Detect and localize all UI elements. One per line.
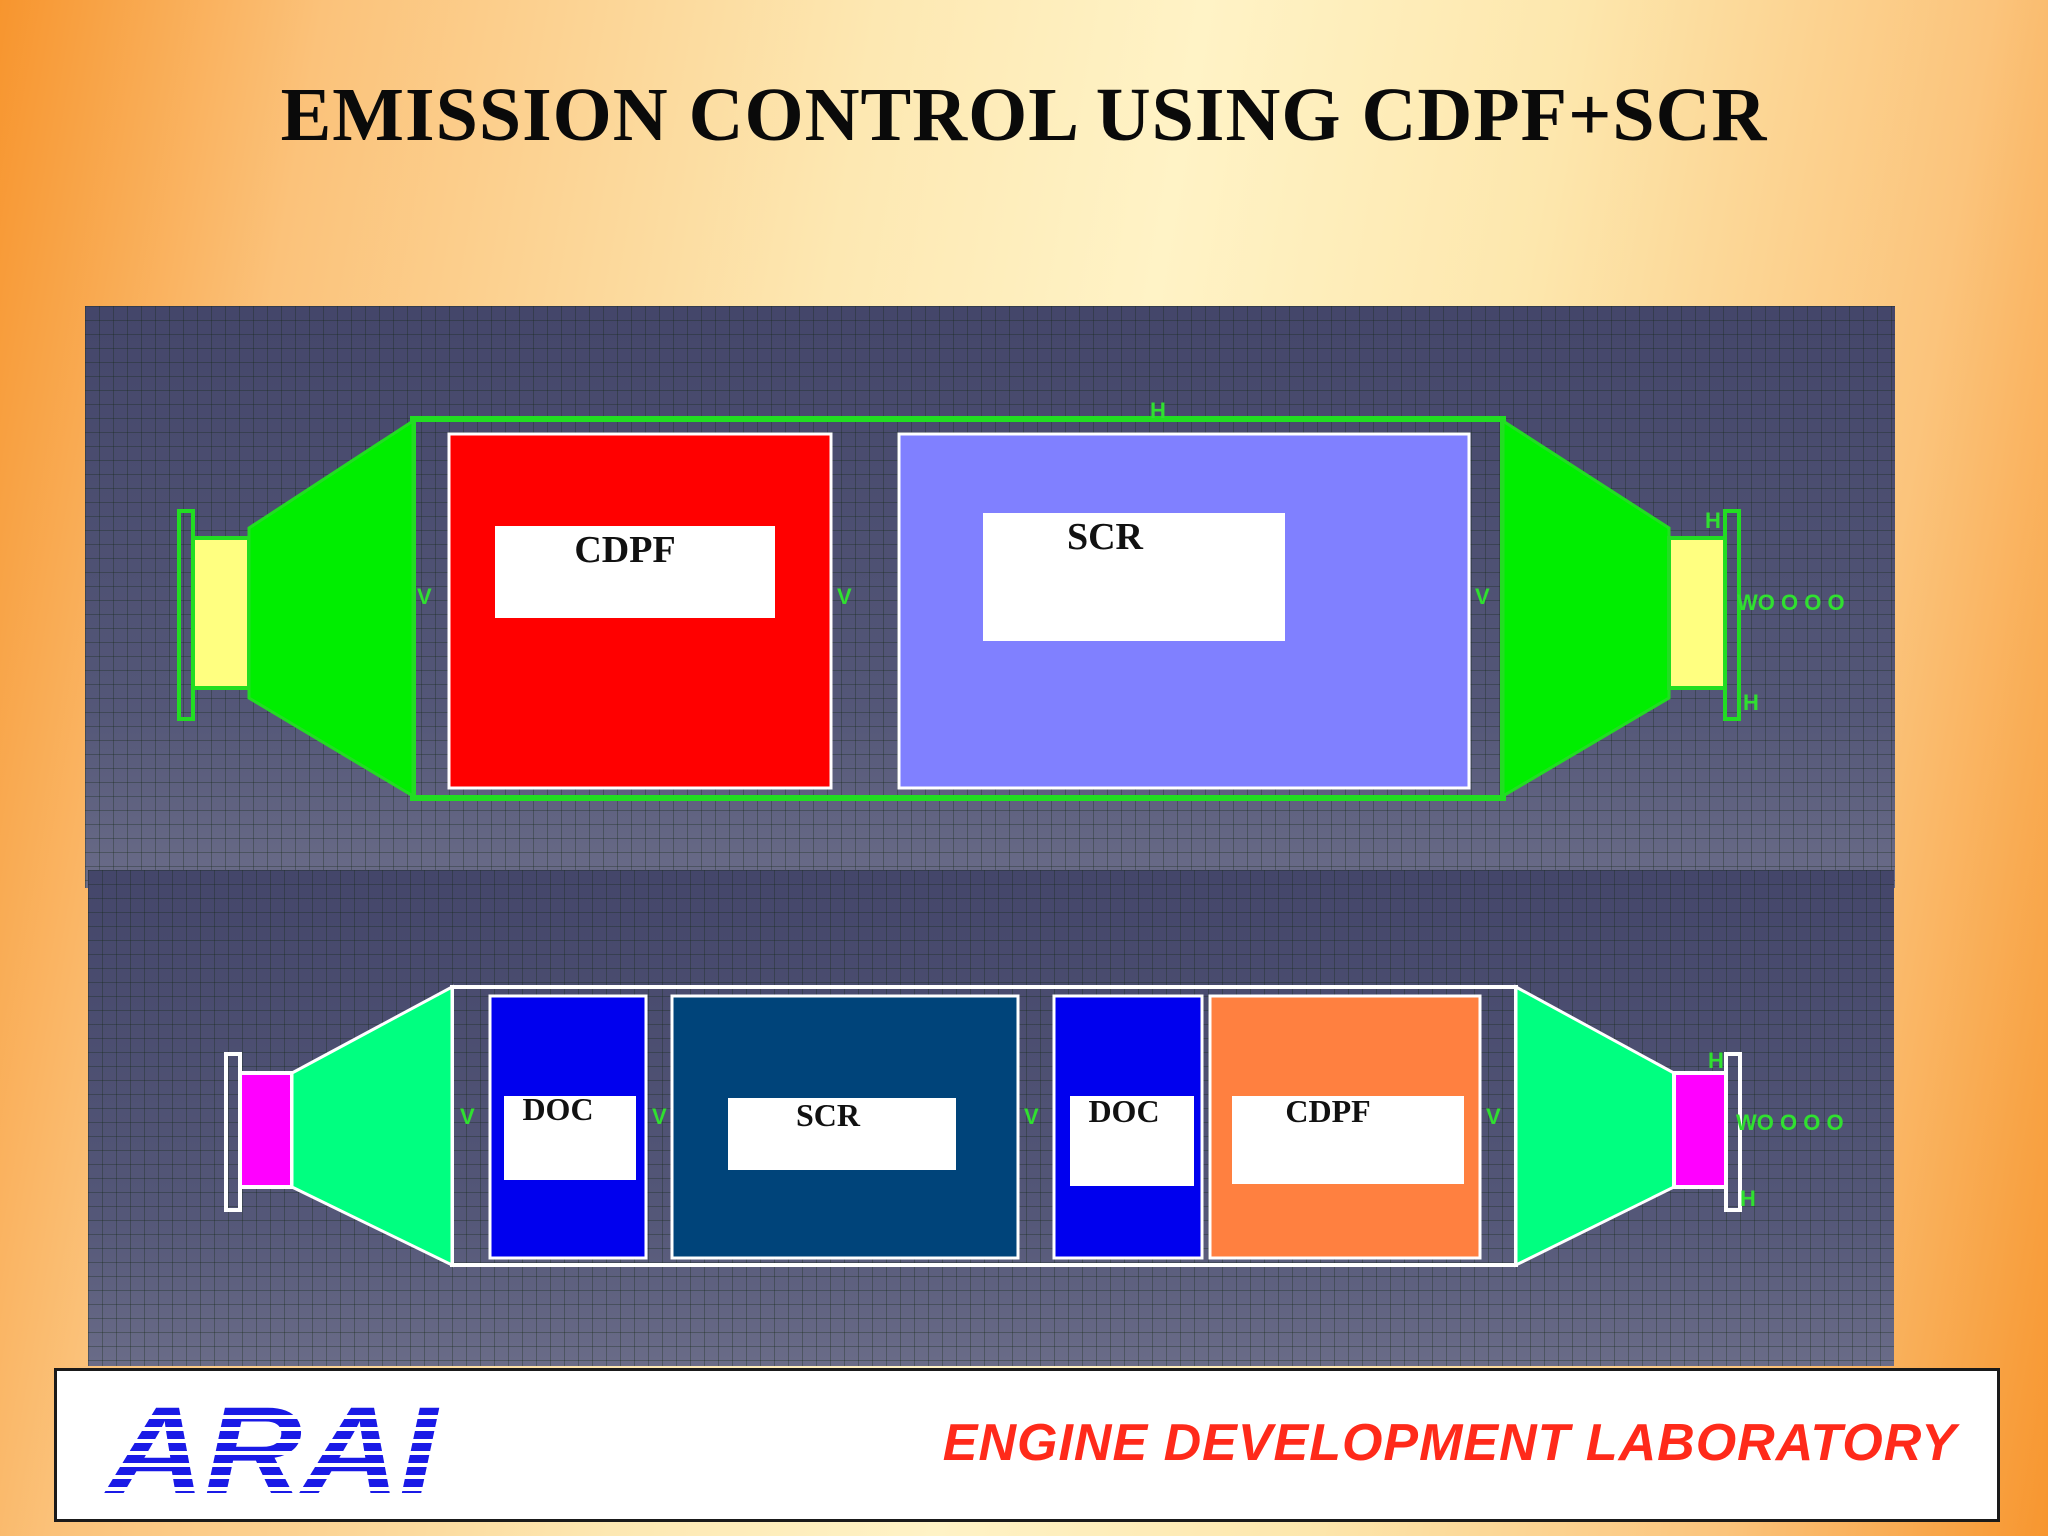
cdpf-label: CDPF [1285, 1093, 1370, 1129]
outlet-cone [1501, 418, 1671, 799]
cad-constraint-marker: H [1740, 1186, 1756, 1211]
scr-label-box [728, 1098, 956, 1170]
cad-view-cdpf-scr: CDPF SCR V V V H H H WO O O O [85, 306, 1895, 888]
slide-title: EMISSION CONTROL USING CDPF+SCR [280, 73, 1768, 157]
doc-label: DOC [1088, 1093, 1159, 1129]
cad-constraint-marker: H [1150, 398, 1166, 423]
doc-scr-doc-cdpf-assembly: DOC SCR DOC CDPF V V V V H H WO O O O [224, 984, 1844, 1268]
cad-weld-chain: WO O O O [1736, 1110, 1844, 1135]
scr-label: SCR [1067, 516, 1144, 558]
doc-label-box [1070, 1096, 1194, 1186]
outlet-pipe [1667, 536, 1727, 690]
cad-constraint-marker: H [1708, 1048, 1724, 1073]
inlet-pipe [238, 1071, 294, 1189]
lab-name: ENGINE DEVELOPMENT LABORATORY [942, 1414, 1957, 1472]
cad-constraint-marker: V [652, 1104, 667, 1129]
cdpf-label-box [495, 526, 775, 618]
cad-view-doc-scr-doc-cdpf: DOC SCR DOC CDPF V V V V H H WO O O O [88, 870, 1894, 1366]
doc-label: DOC [522, 1091, 593, 1127]
outlet-pipe [1672, 1071, 1728, 1189]
inlet-cone [290, 984, 454, 1268]
outlet-cone [1514, 984, 1676, 1268]
doc-label-box [504, 1096, 636, 1180]
arai-logo: ARAI [104, 1382, 440, 1520]
scr-label-box [983, 513, 1285, 641]
cad-constraint-marker: V [417, 584, 432, 609]
cad-constraint-marker: H [1705, 508, 1721, 533]
inlet-flange [224, 1052, 242, 1212]
cdpf-scr-assembly: CDPF SCR V V V H H H WO O O O [177, 398, 1845, 801]
cad-constraint-marker: V [1486, 1104, 1501, 1129]
cad-constraint-marker: V [1024, 1104, 1039, 1129]
cad-weld-chain: WO O O O [1737, 590, 1845, 615]
outlet-flange [1724, 1052, 1742, 1212]
cdpf-label: CDPF [574, 529, 675, 571]
inlet-flange [177, 509, 195, 721]
arai-logo-text: ARAI [104, 1382, 440, 1520]
footer-banner: ARAI ENGINE DEVELOPMENT LABORATORY [54, 1368, 2000, 1522]
inlet-pipe [191, 536, 251, 690]
cad-constraint-marker: V [837, 584, 852, 609]
outlet-flange [1723, 509, 1741, 721]
cad-constraint-marker: V [1475, 584, 1490, 609]
inlet-cone [247, 418, 415, 799]
scr-label: SCR [796, 1097, 861, 1133]
cdpf-label-box [1232, 1096, 1464, 1184]
cad-constraint-marker: H [1743, 690, 1759, 715]
cad-constraint-marker: V [460, 1104, 475, 1129]
